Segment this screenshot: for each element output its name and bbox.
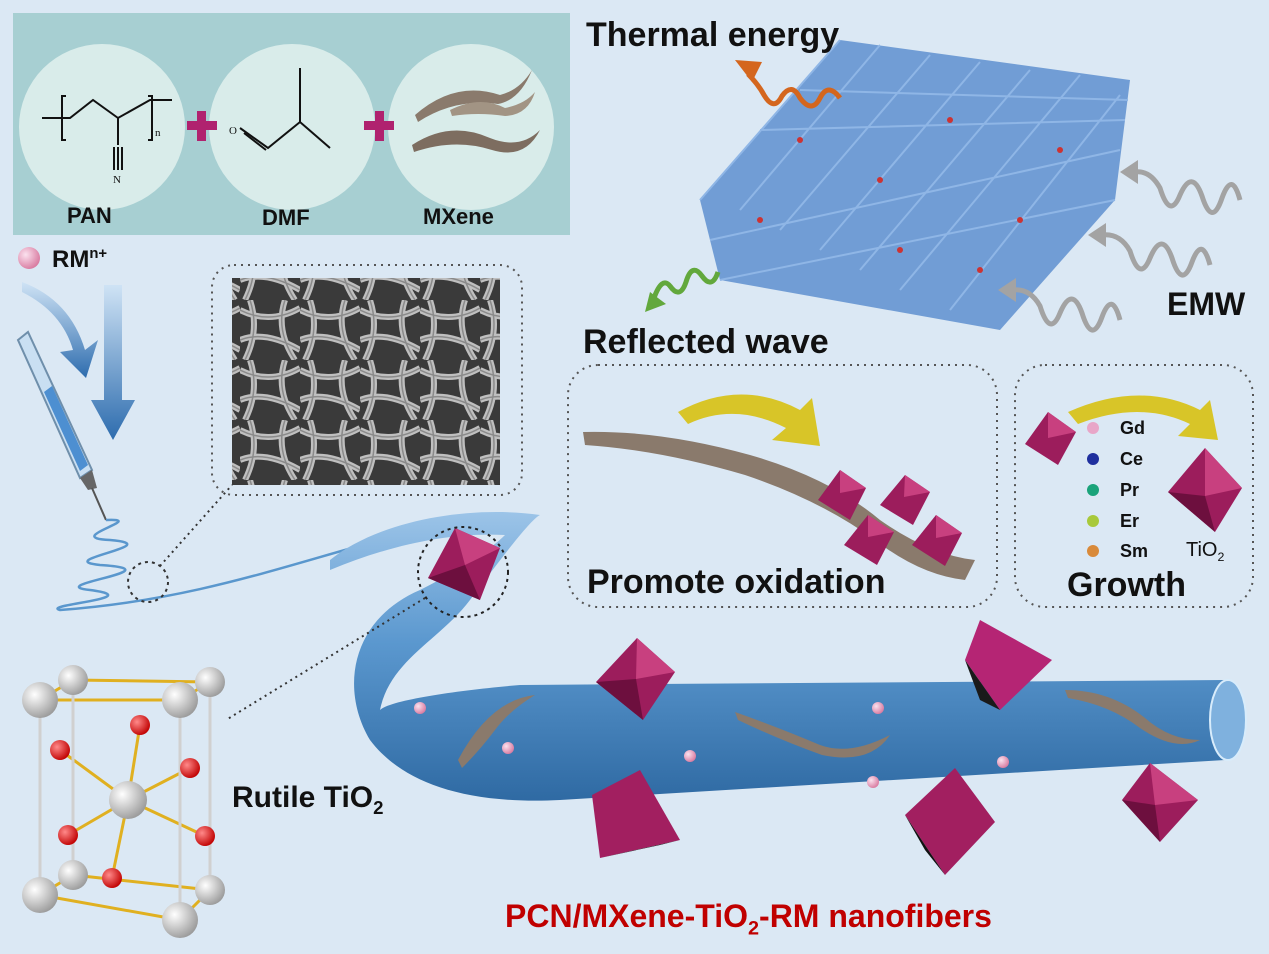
nanofiber-tube	[330, 512, 1225, 801]
thermal-energy-label: Thermal energy	[586, 16, 840, 54]
dmf-circle	[209, 44, 375, 210]
yellow-arrow-icon	[678, 394, 820, 446]
promote-oxidation-label: Promote oxidation	[587, 563, 886, 601]
mxene-flakes	[412, 70, 540, 153]
pan-label: PAN	[67, 203, 112, 228]
emw-label: EMW	[1167, 286, 1246, 322]
reflected-arrow-icon	[645, 292, 666, 312]
dmf-label: DMF	[262, 205, 310, 230]
sem-image	[232, 278, 500, 485]
growth-label: Growth	[1067, 566, 1186, 604]
rm-ion-icon	[18, 247, 40, 269]
octahedron-icon-large	[1168, 448, 1242, 532]
syringe-icon	[16, 330, 107, 521]
emw-arrow-icon	[998, 160, 1138, 302]
dmf-structure	[239, 68, 331, 151]
fiber-end	[1209, 679, 1247, 761]
rm-ion-label: RMn+	[52, 246, 108, 273]
pan-atom-n: N	[113, 174, 121, 186]
mxene-label: MXene	[423, 204, 494, 229]
element-ce-label: Ce	[1120, 449, 1144, 469]
rutile-unit-cell	[22, 665, 225, 938]
zoom-circle	[127, 561, 169, 603]
plus-icon	[187, 111, 394, 141]
octahedron-icon	[428, 528, 1198, 875]
tio2-small-label: TiO2	[1186, 539, 1225, 564]
pan-subscript: n	[155, 127, 161, 139]
zoom-line	[159, 484, 233, 567]
pan-structure	[42, 95, 172, 170]
yellow-arrow-icon	[1068, 395, 1218, 440]
rare-earth-ball-icons	[1087, 422, 1099, 557]
sem-inset-frame	[211, 264, 523, 496]
rm-ion-dots	[414, 702, 1009, 788]
fiber-mat	[699, 39, 1130, 330]
emw-wave-icon	[1011, 169, 1243, 333]
product-label: PCN/MXene-TiO2-RM nanofibers	[505, 898, 992, 940]
element-sm-label: Sm	[1120, 541, 1149, 561]
element-er-label: Er	[1120, 511, 1140, 531]
reflected-wave-icon	[651, 267, 721, 299]
element-pr-label: Pr	[1120, 480, 1140, 500]
reflected-wave-label: Reflected wave	[583, 323, 829, 361]
thermal-arrow-icon	[735, 60, 762, 82]
mxene-sheet-icon-large	[583, 431, 975, 580]
mxene-circle	[388, 44, 554, 210]
rutile-label: Rutile TiO2	[232, 781, 384, 818]
element-gd-label: Gd	[1120, 418, 1145, 438]
octahedron-icon-group	[818, 470, 962, 566]
down-arrow-icon	[91, 285, 135, 440]
curved-arrow-icon	[22, 282, 98, 378]
pan-circle	[19, 44, 185, 210]
octahedron-icon-small	[1025, 412, 1076, 465]
mxene-sheet-icon	[458, 690, 1200, 768]
thermal-wave-icon	[746, 72, 842, 109]
zoom-circle-tio2	[417, 526, 509, 618]
dmf-atom-o: O	[229, 125, 237, 137]
growth-panel	[1014, 364, 1254, 608]
